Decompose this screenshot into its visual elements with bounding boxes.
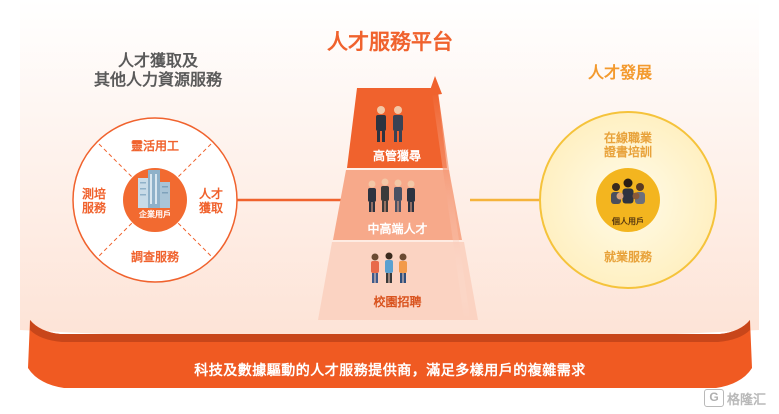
building-icon [138, 170, 170, 208]
tier-campus-recruitment: 校園招聘 [373, 295, 422, 309]
growth-arrow-icon [432, 92, 470, 319]
segment-flexible-staffing: 靈活用工 [130, 139, 179, 153]
left-title-line1: 人才獲取及 [117, 53, 198, 70]
platform-title: 人才服務平台 [327, 31, 453, 54]
segment-left-line1: 測培 [81, 187, 106, 201]
growth-arrow-head [428, 76, 442, 96]
left-hub-label: 企業用戶 [139, 210, 171, 219]
left-title-line2: 其他人力資源服務 [93, 72, 222, 90]
executives-icon [376, 106, 403, 142]
right-panel-title: 人才發展 [587, 65, 652, 82]
students-icon [371, 252, 407, 283]
professionals-icon [368, 178, 415, 212]
pyramid-tier-bottom [318, 242, 478, 320]
segment-assessment-training: 測培 服務 [78, 187, 110, 216]
left-panel-title: 人才獲取及 其他人力資源服務 [58, 52, 258, 90]
watermark-text: 格隆汇 [727, 392, 767, 407]
segment-talent-acquisition: 人才 獲取 [193, 187, 229, 216]
segment-right-line1: 人才 [198, 187, 223, 201]
banner-ribbon-shadow [30, 320, 750, 342]
item-online-certificate-training: 在線職業 證書培訓 [588, 131, 668, 160]
users-icon [611, 178, 645, 204]
item-top-line2: 證書培訓 [603, 145, 652, 160]
right-hub-label: 個人用戶 [612, 217, 644, 226]
watermark-logo-icon: G [704, 389, 724, 407]
segment-left-line2: 服務 [81, 201, 106, 216]
banner-text: 科技及數據驅動的人才服務提供商，滿足多樣用戶的複雜需求 [194, 362, 586, 378]
segment-survey-services: 調查服務 [130, 250, 179, 264]
item-top-line1: 在線職業 [603, 131, 652, 145]
tier-mid-high-talent: 中高端人才 [367, 222, 428, 236]
tier-executive-search: 高管獵尋 [372, 149, 421, 163]
segment-right-line2: 獲取 [198, 201, 223, 216]
item-employment-services: 就業服務 [603, 250, 652, 264]
